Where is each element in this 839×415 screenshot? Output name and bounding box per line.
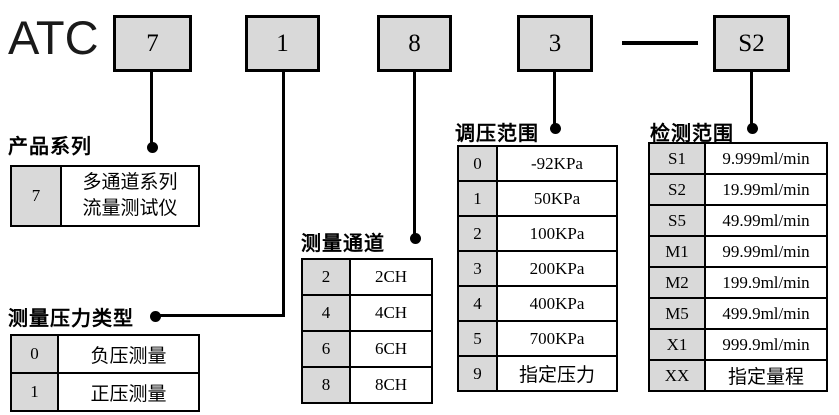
code-cell: M2 (648, 266, 706, 299)
table-row: 0 负压测量 (10, 334, 200, 374)
desc-cell: 19.99ml/min (704, 173, 828, 206)
desc-cell: 负压测量 (57, 334, 200, 374)
desc-line-1: 多通道系列 (82, 172, 178, 194)
code-box-series: 7 (113, 15, 192, 72)
table-row: 1 50KPa (457, 180, 618, 217)
code-cell: S1 (648, 142, 706, 175)
connector-pressure-type-dot (150, 311, 161, 322)
table-row: 6 6CH (301, 330, 433, 368)
table-row: 2 2CH (301, 258, 433, 296)
code-cell: 0 (10, 334, 59, 374)
connector-channels-line (413, 72, 416, 238)
code-cell: 3 (457, 250, 498, 287)
section-title-channels: 测量通道 (301, 233, 385, 255)
table-row: 1 正压测量 (10, 372, 200, 412)
model-prefix: ATC (8, 11, 99, 64)
table-row: 9 指定压力 (457, 355, 618, 392)
table-channels: 2 2CH 4 4CH 6 6CH 8 8CH (301, 258, 433, 404)
code-cell: 0 (457, 145, 498, 182)
desc-cell: 2CH (349, 258, 433, 296)
code-cell: 7 (10, 165, 62, 227)
code-cell: 1 (457, 180, 498, 217)
code-cell: 1 (10, 372, 59, 412)
desc-cell: 9.999ml/min (704, 142, 828, 175)
table-row: 0 -92KPa (457, 145, 618, 182)
connector-series-line (150, 72, 153, 148)
desc-cell: 49.99ml/min (704, 204, 828, 237)
code-cell: S2 (648, 173, 706, 206)
table-row: 5 700KPa (457, 320, 618, 357)
code-cell: 5 (457, 320, 498, 357)
desc-line-2: 流量测试仪 (82, 198, 178, 219)
desc-cell: 499.9ml/min (704, 297, 828, 330)
code-box-pressure-range: 3 (517, 15, 593, 72)
desc-cell: 99.99ml/min (704, 235, 828, 268)
connector-detection-range-line (750, 72, 753, 128)
desc-cell: 100KPa (496, 215, 618, 252)
section-title-product-series: 产品系列 (8, 136, 92, 158)
table-row: M5 499.9ml/min (648, 297, 828, 330)
code-cell: 8 (301, 366, 351, 404)
desc-cell: 指定压力 (496, 355, 618, 392)
code-box-channels: 8 (377, 15, 452, 72)
desc-cell: 999.9ml/min (704, 328, 828, 361)
code-cell: 9 (457, 355, 498, 392)
table-row: S2 19.99ml/min (648, 173, 828, 206)
code-cell: 4 (457, 285, 498, 322)
connector-channels-dot (410, 233, 421, 244)
connector-pressure-range-dot (550, 123, 561, 134)
table-row: 4 400KPa (457, 285, 618, 322)
desc-cell: 400KPa (496, 285, 618, 322)
section-title-pressure-type: 测量压力类型 (8, 308, 134, 330)
table-row: X1 999.9ml/min (648, 328, 828, 361)
code-cell: X1 (648, 328, 706, 361)
section-title-detection-range: 检测范围 (650, 123, 734, 145)
table-row: S5 49.99ml/min (648, 204, 828, 237)
code-box-pressure-type: 1 (245, 15, 320, 72)
desc-cell: -92KPa (496, 145, 618, 182)
code-cell: 4 (301, 294, 351, 332)
desc-cell: 4CH (349, 294, 433, 332)
code-box-detection-range: S2 (713, 15, 790, 72)
desc-cell: 50KPa (496, 180, 618, 217)
table-row: 4 4CH (301, 294, 433, 332)
code-cell: M1 (648, 235, 706, 268)
desc-cell: 200KPa (496, 250, 618, 287)
desc-cell: 700KPa (496, 320, 618, 357)
table-row: 3 200KPa (457, 250, 618, 287)
table-product-series: 7 多通道系列 流量测试仪 (10, 165, 200, 227)
desc-cell: 199.9ml/min (704, 266, 828, 299)
table-pressure-range: 0 -92KPa 1 50KPa 2 100KPa 3 200KPa 4 400… (457, 145, 618, 392)
table-row: M2 199.9ml/min (648, 266, 828, 299)
desc-cell: 指定量程 (704, 359, 828, 392)
table-row: XX 指定量程 (648, 359, 828, 392)
table-row: M1 99.99ml/min (648, 235, 828, 268)
desc-cell: 8CH (349, 366, 433, 404)
table-row: 2 100KPa (457, 215, 618, 252)
connector-pressure-range-line (553, 72, 556, 128)
connector-series-dot (147, 142, 158, 153)
code-cell: M5 (648, 297, 706, 330)
section-title-pressure-range: 调压范围 (455, 123, 539, 145)
dash-separator (622, 41, 698, 45)
desc-cell: 多通道系列 流量测试仪 (60, 165, 200, 227)
table-row: 8 8CH (301, 366, 433, 404)
desc-cell: 正压测量 (57, 372, 200, 412)
connector-pressure-type-hline (153, 314, 285, 317)
code-cell: 6 (301, 330, 351, 368)
code-cell: S5 (648, 204, 706, 237)
table-pressure-type: 0 负压测量 1 正压测量 (10, 334, 200, 412)
code-cell: XX (648, 359, 706, 392)
code-cell: 2 (301, 258, 351, 296)
connector-detection-range-dot (747, 123, 758, 134)
table-row: S1 9.999ml/min (648, 142, 828, 175)
code-cell: 2 (457, 215, 498, 252)
desc-cell: 6CH (349, 330, 433, 368)
connector-pressure-type-vline (282, 72, 285, 317)
table-detection-range: S1 9.999ml/min S2 19.99ml/min S5 49.99ml… (648, 142, 828, 392)
table-row: 7 多通道系列 流量测试仪 (10, 165, 200, 227)
